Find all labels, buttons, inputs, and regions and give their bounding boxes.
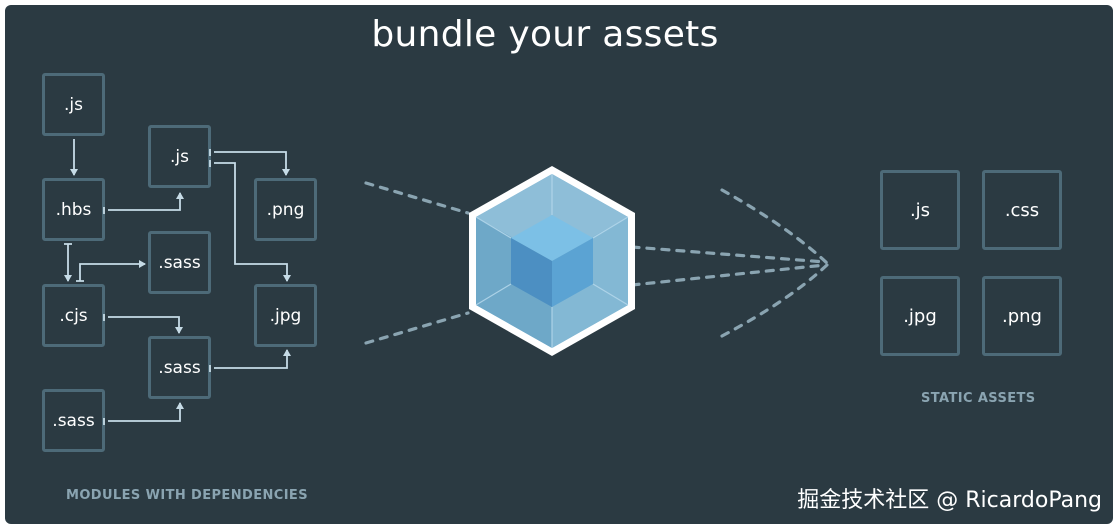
module-box-sass-top: .sass xyxy=(148,231,211,294)
asset-box-png: .png xyxy=(982,276,1062,356)
dependency-arrows xyxy=(64,139,291,425)
arrow-js-to-png xyxy=(214,151,290,176)
dotted-flow-lines xyxy=(364,181,830,345)
static-assets-caption: STATIC ASSETS xyxy=(921,391,1036,406)
arrow-cjs-to-sass xyxy=(79,260,146,281)
asset-box-js: .js xyxy=(880,170,960,250)
asset-box-jpg: .jpg xyxy=(880,276,960,356)
asset-box-css: .css xyxy=(982,170,1062,250)
module-box-jpg: .jpg xyxy=(254,284,317,347)
arrow-js-to-jpg xyxy=(214,162,291,282)
arrow-sass-bottom-to-sass xyxy=(108,402,184,422)
arrow-hbs-to-js xyxy=(108,192,184,211)
watermark-text: 掘金技术社区 @ RicardoPang xyxy=(797,488,1102,513)
webpack-cube-logo-icon xyxy=(469,166,635,356)
module-box-png: .png xyxy=(254,178,317,241)
diagram-title: bundle your assets xyxy=(371,14,719,55)
arrow-cjs-to-sass-middle xyxy=(108,316,183,334)
arrow-sass-to-jpg xyxy=(214,349,291,369)
modules-caption: MODULES WITH DEPENDENCIES xyxy=(66,488,308,503)
module-box-js-second: .js xyxy=(148,125,211,188)
module-box-js-top: .js xyxy=(42,73,105,136)
